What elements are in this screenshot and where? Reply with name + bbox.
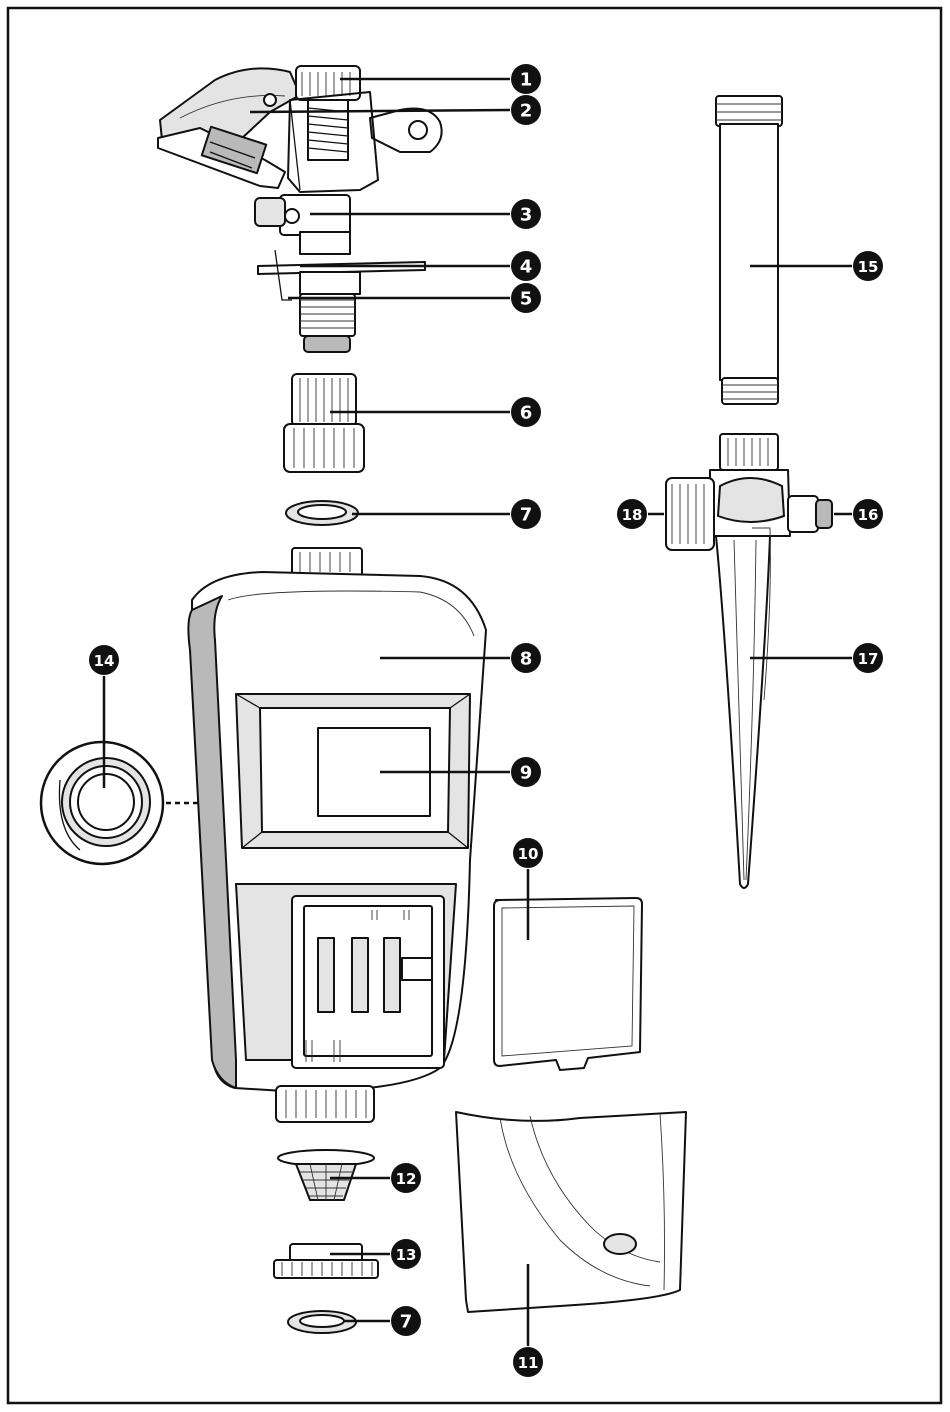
callout-c7b: 7 <box>344 1306 421 1336</box>
callout-number-c1: 1 <box>520 70 533 91</box>
filter-strainer <box>278 1150 374 1200</box>
callout-number-c16: 16 <box>858 506 879 524</box>
callout-number-c4: 4 <box>520 257 533 278</box>
callout-number-c6: 6 <box>520 403 533 424</box>
callout-c1: 1 <box>340 64 541 94</box>
callout-number-c8: 8 <box>520 649 533 670</box>
connector-nut <box>284 374 364 472</box>
thread-adapter <box>274 1244 378 1278</box>
callout-number-c10: 10 <box>518 845 539 863</box>
callout-number-c3: 3 <box>520 205 533 226</box>
callout-number-c17: 17 <box>858 650 879 668</box>
callout-number-c14: 14 <box>94 652 115 670</box>
callout-number-c13: 13 <box>396 1246 417 1264</box>
callout-number-c9: 9 <box>520 763 533 784</box>
callout-c18: 18 <box>617 499 664 529</box>
protective-cover <box>456 1112 686 1312</box>
callout-number-c11: 11 <box>518 1354 539 1372</box>
callout-number-c5: 5 <box>520 289 533 310</box>
seal-ring-top <box>286 501 358 525</box>
callout-c7a: 7 <box>352 499 541 529</box>
callout-number-c7b: 7 <box>400 1312 413 1333</box>
callout-number-c2: 2 <box>520 101 533 122</box>
impulse-sprinkler-head <box>158 66 442 352</box>
callout-c16: 16 <box>834 499 883 529</box>
callout-number-c15: 15 <box>858 258 879 276</box>
battery-cover <box>494 898 642 1070</box>
callout-number-c7a: 7 <box>520 505 533 526</box>
callout-c17: 17 <box>750 643 883 673</box>
callout-number-c12: 12 <box>396 1170 417 1188</box>
ground-stake <box>666 434 832 888</box>
detail-magnifier <box>41 742 200 864</box>
timer-housing <box>188 548 486 1122</box>
callout-c6: 6 <box>330 397 541 427</box>
callout-number-c18: 18 <box>622 506 643 524</box>
extension-tube <box>716 96 782 404</box>
